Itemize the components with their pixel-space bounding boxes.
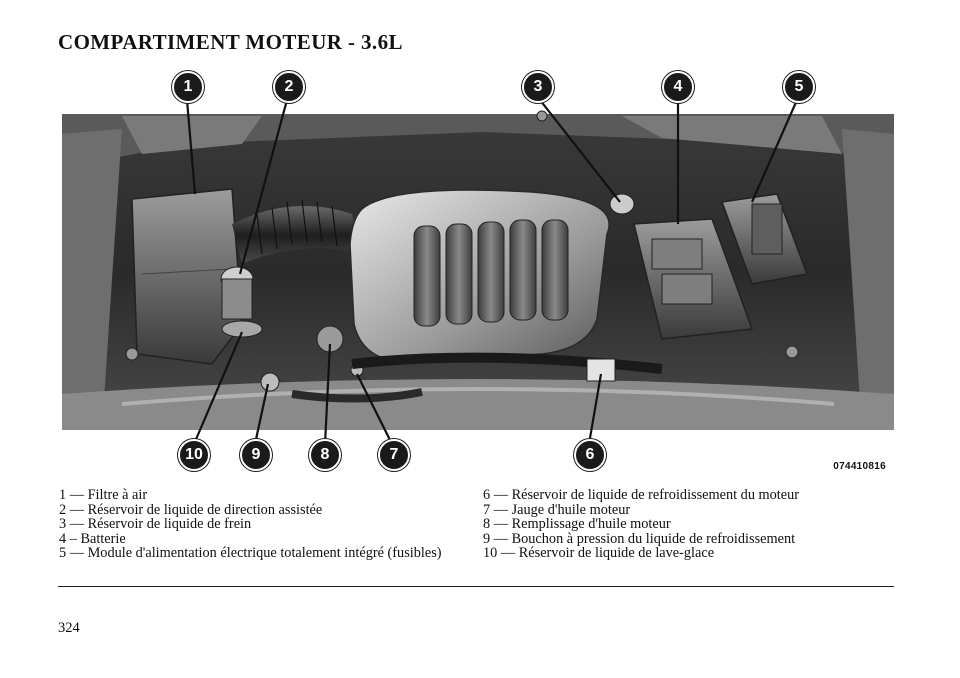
- callout-10: 10: [178, 439, 210, 471]
- callout-4: 4: [662, 71, 694, 103]
- legend-left: 1 — Filtre à air 2 — Réservoir de liquid…: [59, 488, 464, 561]
- footer-divider: [58, 586, 894, 587]
- page-number: 324: [58, 620, 80, 636]
- callout-2: 2: [273, 71, 305, 103]
- legend-item-10: 10 — Réservoir de liquide de lave-glace: [483, 545, 715, 562]
- callout-1: 1: [172, 71, 204, 103]
- legend-item-1: 1 — Filtre à air: [59, 487, 148, 503]
- legend-item-2: 2 — Réservoir de liquide de direction as…: [59, 501, 323, 518]
- legend-item-7: 7 — Jauge d'huile moteur: [483, 501, 631, 518]
- legend-item-8: 8 — Remplissage d'huile moteur: [483, 516, 671, 533]
- callout-7: 7: [378, 439, 410, 471]
- callout-5: 5: [783, 71, 815, 103]
- page-title: COMPARTIMENT MOTEUR - 3.6L: [58, 30, 403, 54]
- engine-illustration: [62, 99, 894, 445]
- callout-8: 8: [309, 439, 341, 471]
- legend-item-9: 9 — Bouchon à pression du liquide de ref…: [483, 530, 796, 547]
- legend-item-6: 6 — Réservoir de liquide de refroidissem…: [483, 487, 800, 503]
- legend-right: 6 — Réservoir de liquide de refroidissem…: [483, 488, 893, 561]
- legend-item-5: 5 — Module d'alimentation électrique tot…: [59, 545, 442, 562]
- callout-9: 9: [240, 439, 272, 471]
- engine-compartment-figure: 1 2 3 4 5 10 9 8 7 6 074410816: [62, 71, 894, 478]
- callout-6: 6: [574, 439, 606, 471]
- callout-3: 3: [522, 71, 554, 103]
- legend-item-3: 3 — Réservoir de liquide de frein: [59, 516, 252, 533]
- figure-code: 074410816: [833, 461, 886, 472]
- legend-item-4: 4 – Batterie: [59, 530, 126, 547]
